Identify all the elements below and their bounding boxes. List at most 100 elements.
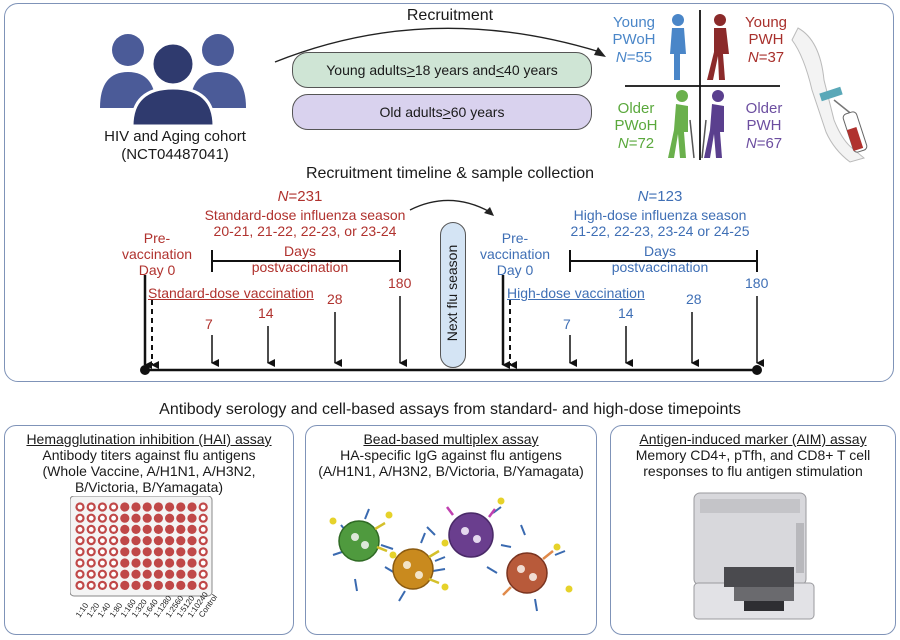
hai-well-button <box>100 583 105 588</box>
timeline-axis <box>140 199 764 375</box>
hai-well <box>176 502 186 512</box>
aim-panel <box>610 425 896 635</box>
high-day-28: 28 <box>686 291 702 307</box>
next-flu-season-label: Next flu season <box>444 244 460 342</box>
hai-well <box>176 580 186 590</box>
hai-well-button <box>100 527 105 532</box>
bead-heading: Bead-based multiplex assay <box>363 431 539 447</box>
hai-well-button <box>100 560 105 566</box>
hai-well-button <box>100 571 105 577</box>
hai-well <box>153 569 163 579</box>
standard-day-7: 7 <box>205 316 213 332</box>
hai-well <box>165 569 175 579</box>
hai-well <box>165 558 175 568</box>
group-older-pwh: Older PWH N=67 <box>745 100 783 152</box>
hai-well <box>187 569 197 579</box>
hai-well <box>142 536 152 546</box>
hai-well-button <box>100 504 105 510</box>
hai-well <box>142 524 152 534</box>
high-day-180: 180 <box>745 275 769 291</box>
standard-vaccination-label: Standard-dose vaccination <box>148 285 314 301</box>
hai-well <box>131 580 141 590</box>
hai-well <box>176 569 186 579</box>
high-pre-label: Pre- vaccination Day 0 <box>479 230 551 279</box>
hai-well-button <box>111 538 116 543</box>
hai-well <box>176 513 186 523</box>
recruitment-panel <box>4 3 894 382</box>
hai-well-button <box>111 515 116 521</box>
hai-well <box>142 558 152 568</box>
high-season: High-dose influenza season 21-22, 22-23,… <box>570 207 750 240</box>
standard-pre-label: Pre- vaccination Day 0 <box>121 230 193 279</box>
hai-plate-icon <box>70 496 213 597</box>
hai-well-button <box>88 583 94 588</box>
standard-day-28: 28 <box>327 291 343 307</box>
blood-draw-arm-icon <box>791 27 868 163</box>
hai-well-button <box>77 515 83 521</box>
standard-season: Standard-dose influenza season 20-21, 21… <box>204 207 406 240</box>
hai-well-button <box>88 560 94 566</box>
bead-multiplex-icon <box>329 497 573 612</box>
hai-well-button <box>77 571 83 577</box>
hai-well-button <box>111 583 116 588</box>
hai-well-button <box>77 504 83 510</box>
recruitment-arrow <box>274 27 606 63</box>
hai-well-button <box>111 504 116 510</box>
hai-well <box>131 513 141 523</box>
high-day-14: 14 <box>618 305 634 321</box>
high-day-7: 7 <box>563 316 571 332</box>
hai-well <box>176 547 186 557</box>
hai-well <box>153 524 163 534</box>
hai-well <box>120 513 130 523</box>
hai-well <box>187 536 197 546</box>
hai-well <box>153 558 163 568</box>
hai-well-button <box>111 527 116 532</box>
hai-panel <box>4 425 294 635</box>
hai-well <box>165 502 175 512</box>
hai-well <box>142 569 152 579</box>
hai-well <box>153 580 163 590</box>
hai-well <box>142 502 152 512</box>
hai-well-button <box>200 504 206 510</box>
hai-well-button <box>88 504 94 510</box>
hai-well <box>165 580 175 590</box>
hai-well-button <box>77 549 83 555</box>
hai-well-button <box>88 571 94 577</box>
recruitment-title: Recruitment <box>406 7 494 24</box>
hai-well <box>176 558 186 568</box>
hai-well <box>165 513 175 523</box>
hai-well <box>187 502 197 512</box>
hai-well <box>131 547 141 557</box>
group-young-pwoh: Young PWoH N=55 <box>612 14 656 66</box>
hai-well <box>153 547 163 557</box>
hai-well <box>120 536 130 546</box>
hai-well <box>187 547 197 557</box>
hai-well <box>165 547 175 557</box>
hai-well-button <box>100 549 105 555</box>
hai-well <box>187 513 197 523</box>
high-vaccination-label: High-dose vaccination <box>507 285 645 301</box>
flow-cytometer-icon <box>693 492 815 620</box>
hai-well <box>131 524 141 534</box>
aim-heading: Antigen-induced marker (AIM) assay <box>639 431 867 447</box>
timeline-title: Recruitment timeline & sample collection <box>305 165 595 182</box>
hai-well <box>187 524 197 534</box>
hai-well-button <box>111 549 116 555</box>
hai-well-button <box>88 549 94 555</box>
young-criteria-box: Young adults > 18 years and < 40 years <box>292 52 592 88</box>
hai-well-button <box>77 583 83 588</box>
hai-well-button <box>77 538 83 543</box>
hai-well-button <box>200 538 206 543</box>
hai-well <box>165 524 175 534</box>
group-older-pwoh: Older PWoH N=72 <box>614 100 658 152</box>
hai-well-button <box>77 560 83 566</box>
hai-heading: Hemagglutination inhibition (HAI) assay <box>26 431 272 447</box>
standard-n: N=231 <box>277 188 323 205</box>
bead-text: Bead-based multiplex assay HA-specific I… <box>318 431 584 480</box>
hai-well <box>120 558 130 568</box>
hai-text: Hemagglutination inhibition (HAI) assay … <box>26 431 272 496</box>
hai-well <box>131 558 141 568</box>
standard-days-label: Days postvaccination <box>251 243 349 276</box>
hai-well-button <box>200 549 206 555</box>
